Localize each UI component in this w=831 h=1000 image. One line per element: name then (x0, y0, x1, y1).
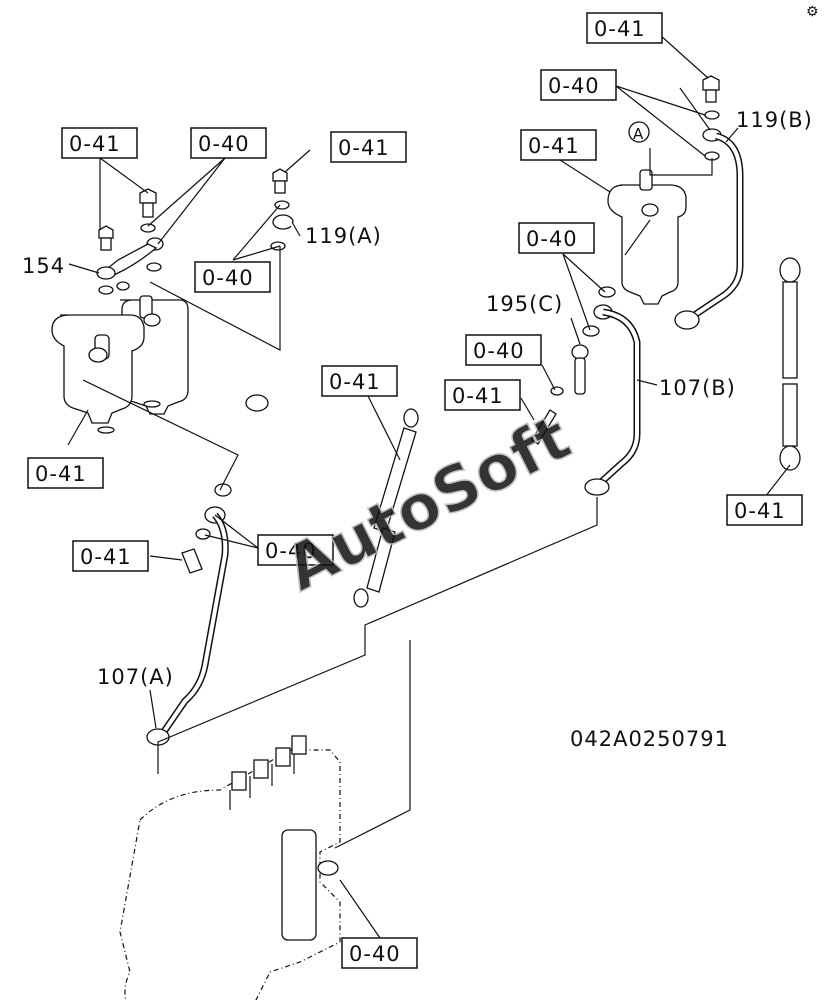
label-041-centre-hose: 0-41 (321, 365, 398, 397)
label-040-107a: 0-40 (257, 534, 334, 566)
injection-pump-outline (119, 735, 341, 1000)
svg-text:0-40: 0-40 (265, 539, 317, 563)
pipe-107a (146, 483, 232, 746)
callout-a-circle (628, 121, 650, 143)
svg-text:0-40: 0-40 (526, 227, 578, 251)
watermark: AutoSoft (274, 400, 582, 605)
right-hose (779, 257, 801, 471)
label-107b: 107(B) (659, 376, 736, 400)
label-040-119a: 0-40 (194, 261, 271, 293)
drawing-number: 042A0250791 (570, 727, 729, 751)
pipe-119b (674, 132, 744, 330)
svg-text:0-41: 0-41 (528, 134, 580, 158)
svg-text:0-41: 0-41 (69, 132, 121, 156)
svg-text:0-40: 0-40 (349, 942, 401, 966)
label-040-pump: 0-40 (341, 937, 418, 969)
pipe-119a (245, 168, 302, 412)
left-fuel-filter-assembly (51, 295, 189, 434)
label-041-107a: 0-41 (72, 540, 149, 572)
label-107a: 107(A) (97, 665, 174, 689)
label-040-filter-right: 0-40 (518, 222, 595, 254)
svg-text:0-41: 0-41 (80, 545, 132, 569)
svg-text:0-40: 0-40 (473, 339, 525, 363)
label-041-bolt-centre: 0-41 (444, 379, 521, 411)
svg-text:0-41: 0-41 (734, 499, 786, 523)
part-labels: 0-41 0-40 119(B) 0-41 0-40 195(C) 0-40 0… (22, 12, 813, 969)
label-195c: 195(C) (486, 292, 563, 316)
svg-text:0-41: 0-41 (338, 136, 390, 160)
svg-text:0-41: 0-41 (594, 17, 646, 41)
label-119b: 119(B) (736, 108, 813, 132)
right-fuel-filter-assembly: A (598, 75, 722, 305)
label-040-top-left: 0-40 (190, 127, 267, 159)
svg-text:0-41: 0-41 (329, 370, 381, 394)
label-041-119a: 0-41 (330, 131, 407, 163)
left-filter-hardware (96, 188, 164, 295)
label-154: 154 (22, 254, 65, 278)
svg-text:0-40: 0-40 (548, 74, 600, 98)
svg-text:0-41: 0-41 (452, 384, 504, 408)
callout-a-label: A (633, 125, 644, 143)
svg-text:0-40: 0-40 (198, 132, 250, 156)
label-041-right-hose: 0-41 (726, 494, 803, 526)
label-041-filter-left: 0-41 (27, 457, 104, 489)
label-041-filter-right: 0-41 (520, 129, 597, 161)
svg-text:0-41: 0-41 (35, 462, 87, 486)
label-041-top-right: 0-41 (586, 12, 663, 44)
svg-text:0-40: 0-40 (202, 266, 254, 290)
label-041-top-left: 0-41 (61, 127, 138, 159)
label-119a: 119(A) (305, 224, 382, 248)
label-040-top-right: 0-40 (540, 69, 617, 101)
centre-hose (353, 408, 419, 608)
label-040-195c: 0-40 (465, 334, 542, 366)
leader-lines (67, 34, 791, 939)
pipe-107b-and-fitting-195c (531, 304, 641, 496)
corner-mark: ⚙ (806, 4, 819, 20)
